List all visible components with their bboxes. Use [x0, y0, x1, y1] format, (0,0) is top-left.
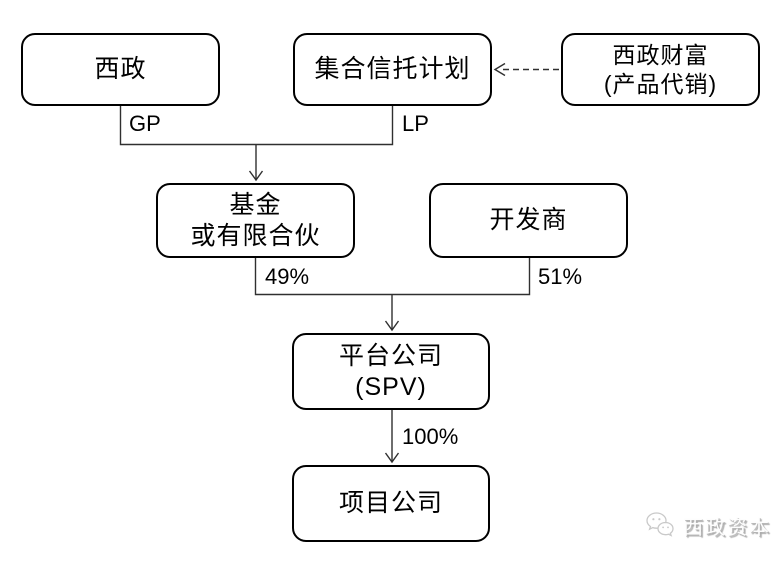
node-xizheng-wealth-line2: (产品代销): [603, 70, 718, 97]
watermark: 西政资本: [644, 509, 771, 541]
node-xizheng-label: 西政: [94, 55, 147, 84]
edge-label-49pct: 49%: [265, 264, 310, 289]
edge-label-gp: GP: [129, 111, 161, 136]
edge-shareholding-junction: [254, 258, 531, 332]
node-xizheng: 西政: [21, 33, 220, 106]
node-fund: 基金 或有限合伙: [156, 183, 355, 258]
node-project-company-label: 项目公司: [338, 489, 443, 518]
edge-label-lp: LP: [402, 111, 429, 136]
edge-spv-to-project: [384, 410, 400, 464]
node-spv-line1: 平台公司: [338, 342, 443, 370]
edge-wealth-to-trust-dashed: [493, 62, 559, 77]
wechat-icon: [646, 512, 674, 537]
node-fund-line2: 或有限合伙: [190, 221, 321, 250]
node-developer-label: 开发商: [489, 206, 568, 235]
node-trust-plan: 集合信托计划: [293, 33, 492, 106]
edge-label-100pct: 100%: [402, 424, 459, 449]
edge-label-51pct: 51%: [538, 264, 583, 289]
node-trust-plan-label: 集合信托计划: [314, 55, 471, 84]
node-project-company: 项目公司: [292, 465, 490, 542]
watermark-text: 西政资本: [683, 516, 771, 539]
node-fund-line1: 基金: [229, 191, 282, 219]
node-spv: 平台公司 (SPV): [292, 333, 490, 410]
node-developer: 开发商: [429, 183, 628, 258]
node-xizheng-wealth: 西政财富 (产品代销): [561, 33, 760, 106]
node-spv-line2: (SPV): [355, 372, 427, 401]
edge-gp-lp-junction: [119, 106, 394, 182]
node-xizheng-wealth-line1: 西政财富: [612, 42, 709, 69]
